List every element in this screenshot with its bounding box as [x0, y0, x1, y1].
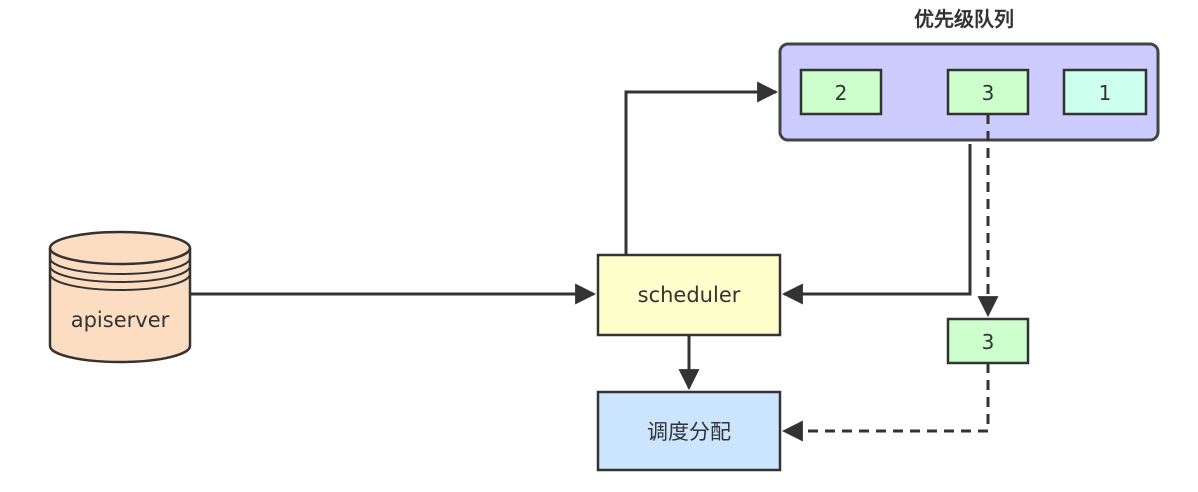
- arrow-queue-to-scheduler: [781, 144, 972, 305]
- apiserver-node: apiserver: [48, 230, 192, 364]
- apiserver-label: apiserver: [71, 308, 170, 332]
- scheduler-node: scheduler: [596, 253, 782, 337]
- arrow-popped-to-dispatch: [781, 363, 990, 442]
- queue-title: 优先级队列: [914, 7, 1014, 31]
- dispatch-label: 调度分配: [647, 420, 731, 444]
- queue-item-2: 2: [799, 68, 883, 116]
- arrow-scheduler-to-queue: [624, 81, 779, 255]
- queue-item-3: 3: [946, 68, 1030, 116]
- queue-item-label: 2: [835, 81, 848, 105]
- dispatch-node: 调度分配: [596, 390, 782, 472]
- popped-item-3: 3: [946, 317, 1030, 365]
- queue-item-1: 1: [1062, 68, 1148, 116]
- popped-item-label: 3: [982, 330, 995, 354]
- queue-item-label: 3: [982, 81, 995, 105]
- scheduler-label: scheduler: [638, 283, 741, 307]
- queue-item-label: 1: [1099, 81, 1112, 105]
